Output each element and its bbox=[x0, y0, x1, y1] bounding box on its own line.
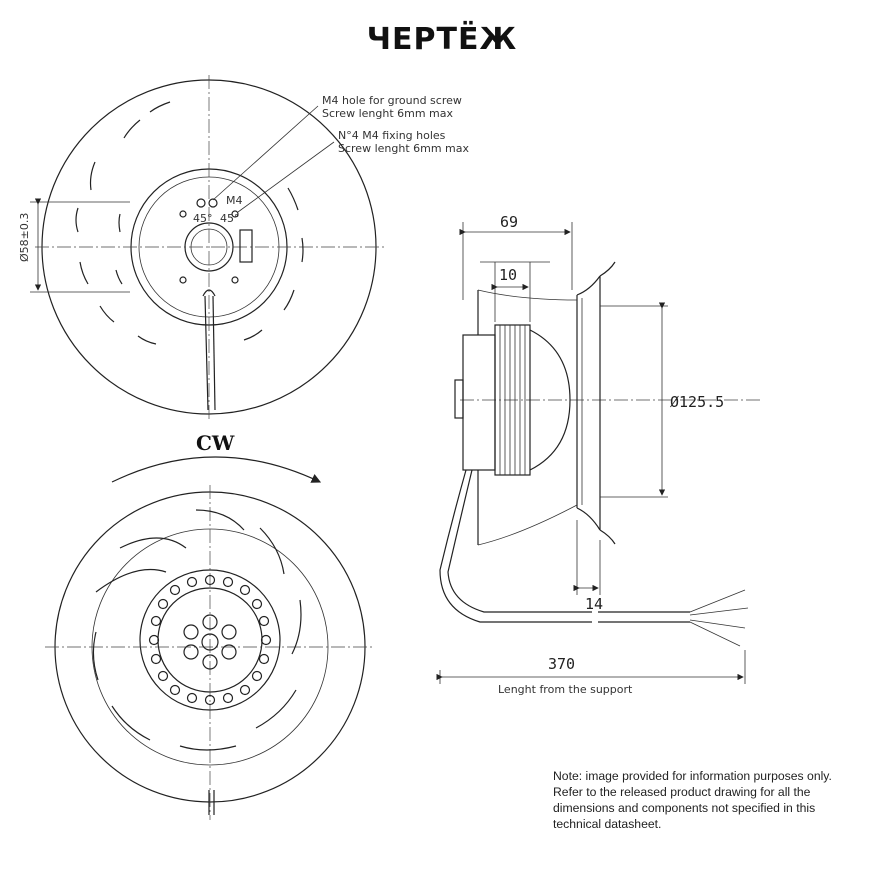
front-blades bbox=[92, 509, 302, 751]
fixing-holes-line2: Screw lenght 6mm max bbox=[338, 142, 470, 155]
fixing-holes-line1: N°4 M4 fixing holes bbox=[338, 129, 446, 142]
note-line-2: Refer to the released product drawing fo… bbox=[553, 785, 811, 799]
note-line-4: technical datasheet. bbox=[553, 817, 662, 831]
cable-caption: Lenght from the support bbox=[498, 683, 633, 696]
side-view: 69 10 Ø125.5 14 370 Lenght from the supp… bbox=[436, 213, 760, 696]
dim-14-label: 14 bbox=[585, 595, 603, 613]
rear-blade-slots bbox=[75, 101, 304, 345]
note-line-1: Note: image provided for information pur… bbox=[553, 769, 832, 783]
center-screws bbox=[183, 614, 237, 670]
side-inlet-ring bbox=[576, 276, 601, 530]
side-rotor-dome bbox=[529, 329, 571, 471]
rotation-indicator: CW bbox=[111, 431, 322, 483]
rear-cable bbox=[202, 289, 216, 411]
angle-left-label: 45° bbox=[193, 212, 213, 225]
rear-view: Ø58±0.3 45° 45° M4 M4 hole for ground sc… bbox=[18, 75, 470, 420]
disclaimer-note: Note: image provided for information pur… bbox=[553, 768, 883, 832]
angle-right-label: 45° bbox=[220, 212, 240, 225]
cable-wires bbox=[689, 589, 749, 647]
left-diameter-label: Ø58±0.3 bbox=[18, 213, 31, 262]
ground-hole-line2: Screw lenght 6mm max bbox=[322, 107, 454, 120]
page-title: ЧЕРТЁЖ bbox=[366, 22, 518, 57]
rotation-label: CW bbox=[196, 431, 235, 455]
ground-hole-line1: M4 hole for ground screw bbox=[322, 94, 462, 107]
rotor-vent-holes bbox=[148, 574, 272, 706]
m4-small-label: M4 bbox=[226, 194, 243, 207]
note-line-3: dimensions and components not specified … bbox=[553, 801, 816, 815]
rotation-arrow bbox=[111, 456, 322, 483]
front-view bbox=[45, 485, 375, 820]
side-cable bbox=[439, 469, 592, 623]
diameter-label: Ø125.5 bbox=[670, 393, 724, 411]
fixing-holes bbox=[179, 198, 239, 284]
side-motor-body bbox=[462, 334, 496, 471]
motor-label bbox=[239, 229, 253, 263]
dim-69-label: 69 bbox=[500, 213, 518, 231]
dim-370-label: 370 bbox=[548, 655, 575, 673]
dim-10-label: 10 bbox=[499, 266, 517, 284]
